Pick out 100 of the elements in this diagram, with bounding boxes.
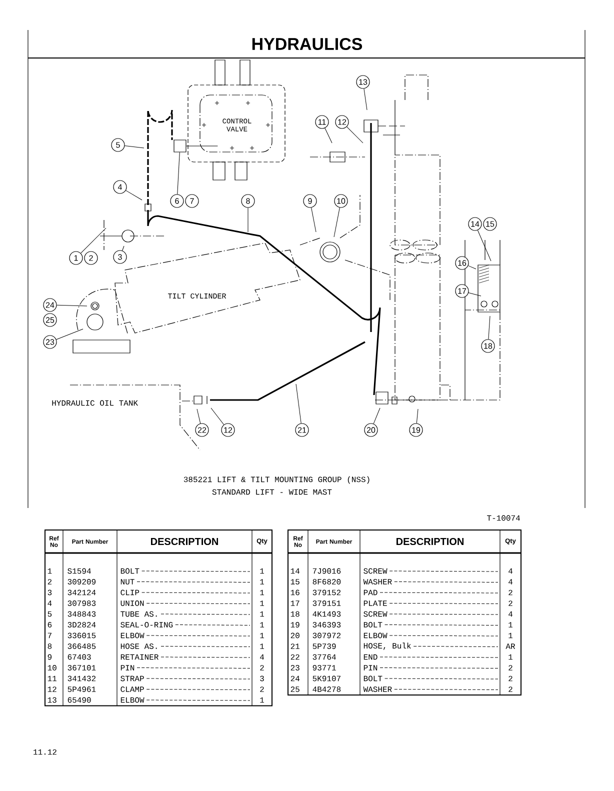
leader-line — [311, 207, 316, 232]
table-cell: 10 — [48, 665, 56, 670]
table-cell: 1 — [260, 622, 264, 628]
leader-line — [296, 384, 302, 424]
table-cell: 367101 — [68, 665, 96, 670]
callout-number: 18 — [481, 339, 495, 353]
table-cell: 23 — [290, 665, 300, 670]
fitting — [174, 140, 186, 152]
callout-number: 14 — [468, 217, 482, 231]
table-cell: 5P4961 — [68, 686, 96, 692]
table-cell: 5 — [48, 611, 52, 617]
part-label: HYDRAULIC OIL TANK — [52, 400, 138, 406]
leader-line — [416, 408, 418, 424]
callout-number: 1 — [69, 251, 83, 265]
leader-line — [364, 88, 368, 110]
table-cell: BOLT — [364, 676, 498, 682]
table-cell: 18 — [290, 611, 300, 617]
table-cell: AR — [506, 644, 516, 649]
leader-line — [477, 230, 492, 262]
table-cell: 19 — [290, 622, 300, 628]
callout-number: 24 — [43, 298, 57, 312]
leader-line — [373, 408, 380, 424]
table-cell: 4B4278 — [312, 686, 341, 692]
table-cell: 2 — [260, 665, 264, 670]
table-cell: 1 — [260, 611, 264, 617]
leader-line — [334, 207, 340, 238]
table-cell: 8 — [48, 644, 52, 649]
table-cell: 1 — [260, 644, 264, 649]
table-cell: 67403 — [68, 654, 91, 660]
callout-number: 10 — [334, 194, 348, 208]
table-cell: WASHER — [363, 579, 498, 584]
table-cell: 65490 — [68, 697, 91, 703]
table-cell: 3 — [48, 590, 52, 596]
callout-number: 12 — [335, 115, 349, 129]
table-cell: 22 — [290, 654, 300, 660]
table-cell: 2 — [508, 590, 512, 596]
table-cell: 15 — [290, 579, 300, 584]
table-cell: 7 — [48, 632, 52, 638]
table-cell: PIN — [120, 665, 250, 670]
title: HYDRAULICS — [252, 38, 362, 50]
table-cell: PAD — [364, 590, 498, 596]
table-cell: HOSE, Bulk — [364, 642, 498, 650]
callout-number: 6 — [170, 194, 184, 208]
callout-number: 21 — [295, 423, 309, 437]
callout-number: 9 — [303, 194, 317, 208]
callout-number: 17 — [455, 284, 469, 298]
table-cell: END — [364, 654, 498, 660]
table-cell: 342124 — [68, 590, 96, 596]
callout-number: 23 — [43, 335, 57, 349]
table-cell: SCREW — [364, 611, 498, 617]
table-cell: CLIP — [120, 590, 250, 596]
leader-line — [196, 408, 201, 424]
table-cell: 379152 — [312, 590, 341, 596]
table-cell: STRAP — [120, 676, 250, 682]
table-cell: 1 — [260, 632, 264, 638]
table-cell: 341432 — [68, 676, 96, 682]
table-cell: 2 — [260, 686, 264, 692]
table-cell: HOSE AS. — [120, 644, 250, 649]
table-cell: 1 — [260, 579, 264, 584]
callout-number: 13 — [356, 75, 370, 89]
callout-number: 16 — [455, 256, 469, 270]
leader-line — [488, 316, 490, 340]
table-cell: 1 — [508, 632, 512, 638]
callout-number: 12 — [221, 423, 235, 437]
table-cell: 1 — [260, 590, 264, 596]
table-cell: 4K1493 — [312, 611, 341, 617]
table-cell: 2 — [508, 665, 512, 670]
table-cell: 5P739 — [312, 644, 336, 649]
table-cell: 336015 — [68, 632, 96, 638]
table-cell: 4 — [508, 568, 512, 574]
table-cell: 93771 — [312, 665, 336, 670]
table-cell: 12 — [48, 686, 56, 692]
table-cell: ELBOW — [120, 632, 250, 638]
leader-line — [177, 152, 180, 194]
drawing-number: T-10074 — [487, 515, 520, 521]
table-cell: SCREW — [364, 568, 498, 574]
table-cell: 3D2824 — [68, 622, 96, 628]
leader-line — [122, 246, 124, 251]
table-cell: 1 — [508, 654, 512, 660]
table-cell: 24 — [290, 676, 300, 682]
leader-line — [324, 128, 332, 144]
table-cell: BOLT — [120, 568, 250, 574]
table-cell: PLATE — [364, 600, 498, 606]
table-cell: 37764 — [312, 654, 336, 660]
callout-number: 19 — [409, 423, 423, 437]
table-cell: 2 — [508, 600, 512, 606]
table-cell: 1 — [508, 622, 512, 628]
callout-number: 5 — [111, 138, 125, 152]
table-cell: ELBOW — [364, 632, 498, 638]
table-cell: SEAL-O-RING — [120, 622, 250, 628]
leader-line — [56, 328, 84, 340]
table-cell: 5K9107 — [312, 676, 340, 682]
callout-number: 7 — [185, 194, 199, 208]
table-cell: S1594 — [68, 568, 91, 574]
group-title: 385221 LIFT & TILT MOUNTING GROUP (NSS) — [184, 476, 370, 484]
column-header: DESCRIPTION — [151, 538, 218, 546]
table-cell: 9 — [48, 654, 52, 660]
table-cell: 17 — [290, 600, 300, 606]
table-cell: 1 — [260, 568, 264, 574]
table-cell: UNION — [120, 600, 250, 606]
